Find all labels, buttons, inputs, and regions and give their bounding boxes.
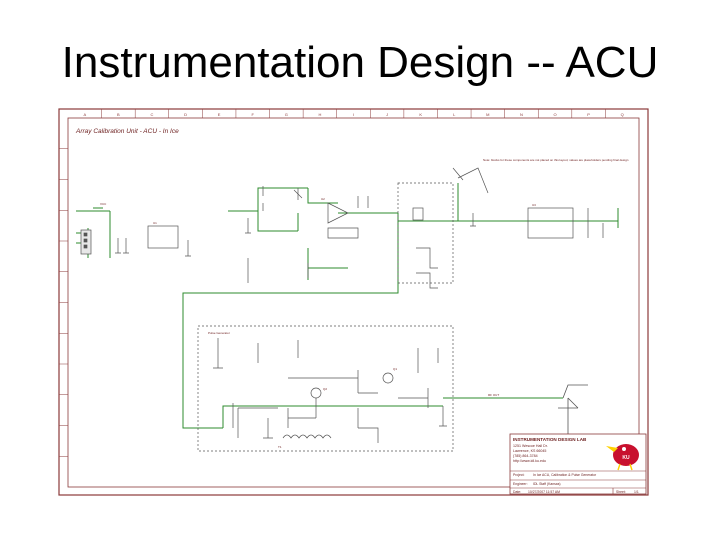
border-col-letter: Q bbox=[621, 112, 624, 117]
driver-ic bbox=[527, 207, 574, 239]
svg-text:VCC: VCC bbox=[100, 202, 107, 206]
svg-text:Q1: Q1 bbox=[393, 367, 397, 371]
address-line1: 1251 Wescoe Hall Dr. bbox=[513, 444, 548, 448]
border-col-letter: E bbox=[218, 112, 221, 117]
filter-block bbox=[397, 182, 454, 284]
border-col-letter: A bbox=[83, 112, 86, 117]
schematic-title: Array Calibration Unit - ACU - In Ice bbox=[75, 128, 179, 135]
voltage-regulator bbox=[147, 225, 179, 249]
border-col-letter: F bbox=[252, 112, 255, 117]
border-col-letter: N bbox=[520, 112, 523, 117]
border-col-letter: G bbox=[285, 112, 288, 117]
border-col-letter: C bbox=[151, 112, 154, 117]
component-labels: VCC U1 U2 U3 Pulse Generator Q1 Q2 RF OU… bbox=[100, 197, 536, 449]
svg-text:Pulse Generator: Pulse Generator bbox=[208, 331, 230, 335]
svg-text:RF OUT: RF OUT bbox=[488, 393, 499, 397]
border-col-letter: H bbox=[318, 112, 321, 117]
border-row-ticks bbox=[59, 148, 68, 457]
pulse-generator-block bbox=[197, 325, 454, 452]
sheet-label: Sheet: bbox=[616, 490, 626, 494]
border-col-letter: D bbox=[184, 112, 187, 117]
title-block: INSTRUMENTATION DESIGN LAB 1251 Wescoe H… bbox=[509, 433, 647, 495]
schematic-sheet: A B C D E F G H I J K L M N O P Q Array Calibration Unit… bbox=[58, 108, 649, 496]
website: http://www.idl.ku.edu bbox=[513, 459, 546, 463]
project-value: In Ice ACU, Calibration & Pulse Generato… bbox=[533, 473, 597, 477]
svg-text:U3: U3 bbox=[532, 203, 536, 207]
border-col-letter: I bbox=[353, 112, 354, 117]
transformer-coil bbox=[282, 434, 332, 439]
border-col-letter: K bbox=[419, 112, 422, 117]
sheet-value: 1/1 bbox=[634, 490, 639, 494]
lab-name: INSTRUMENTATION DESIGN LAB bbox=[513, 437, 587, 442]
op-amp bbox=[327, 202, 349, 224]
border-col-letter: J bbox=[386, 112, 388, 117]
project-label: Project: bbox=[513, 473, 525, 477]
svg-text:Q2: Q2 bbox=[323, 387, 327, 391]
ku-jayhawk-logo: KU bbox=[606, 444, 639, 471]
components-lower bbox=[213, 338, 447, 443]
output-antenna bbox=[558, 384, 588, 438]
svg-text:T1: T1 bbox=[278, 445, 282, 449]
svg-text:U2: U2 bbox=[321, 197, 325, 201]
design-note: Note: blocks for these components are no… bbox=[483, 158, 629, 162]
logo-text: KU bbox=[622, 455, 630, 461]
border-column-letters: A B C D E F G H I J K L M N O P Q bbox=[83, 109, 624, 118]
border-col-letter: L bbox=[453, 112, 456, 117]
slide-title: Instrumentation Design -- ACU bbox=[61, 38, 659, 87]
transistor-q1 bbox=[382, 372, 394, 384]
border-col-letter: P bbox=[587, 112, 590, 117]
components-upper bbox=[80, 167, 604, 289]
date-label: Date: bbox=[513, 490, 521, 494]
border-col-letter: B bbox=[117, 112, 120, 117]
phone: (785) 864-3784 bbox=[513, 454, 538, 458]
svg-text:U1: U1 bbox=[153, 221, 157, 225]
engineer-label: Engineer: bbox=[513, 482, 528, 486]
address-line2: Lawrence, KS 66045 bbox=[513, 449, 546, 453]
sheet-border bbox=[58, 108, 649, 496]
engineer-value: IDL Staff (Kansas) bbox=[533, 482, 561, 486]
border-col-letter: O bbox=[553, 112, 556, 117]
schematic-drawing: A B C D E F G H I J K L M N O P Q Array Calibration Unit… bbox=[58, 108, 649, 496]
date-value: 10/27/2007 11:57 AM bbox=[528, 490, 560, 494]
border-col-letter: M bbox=[486, 112, 489, 117]
